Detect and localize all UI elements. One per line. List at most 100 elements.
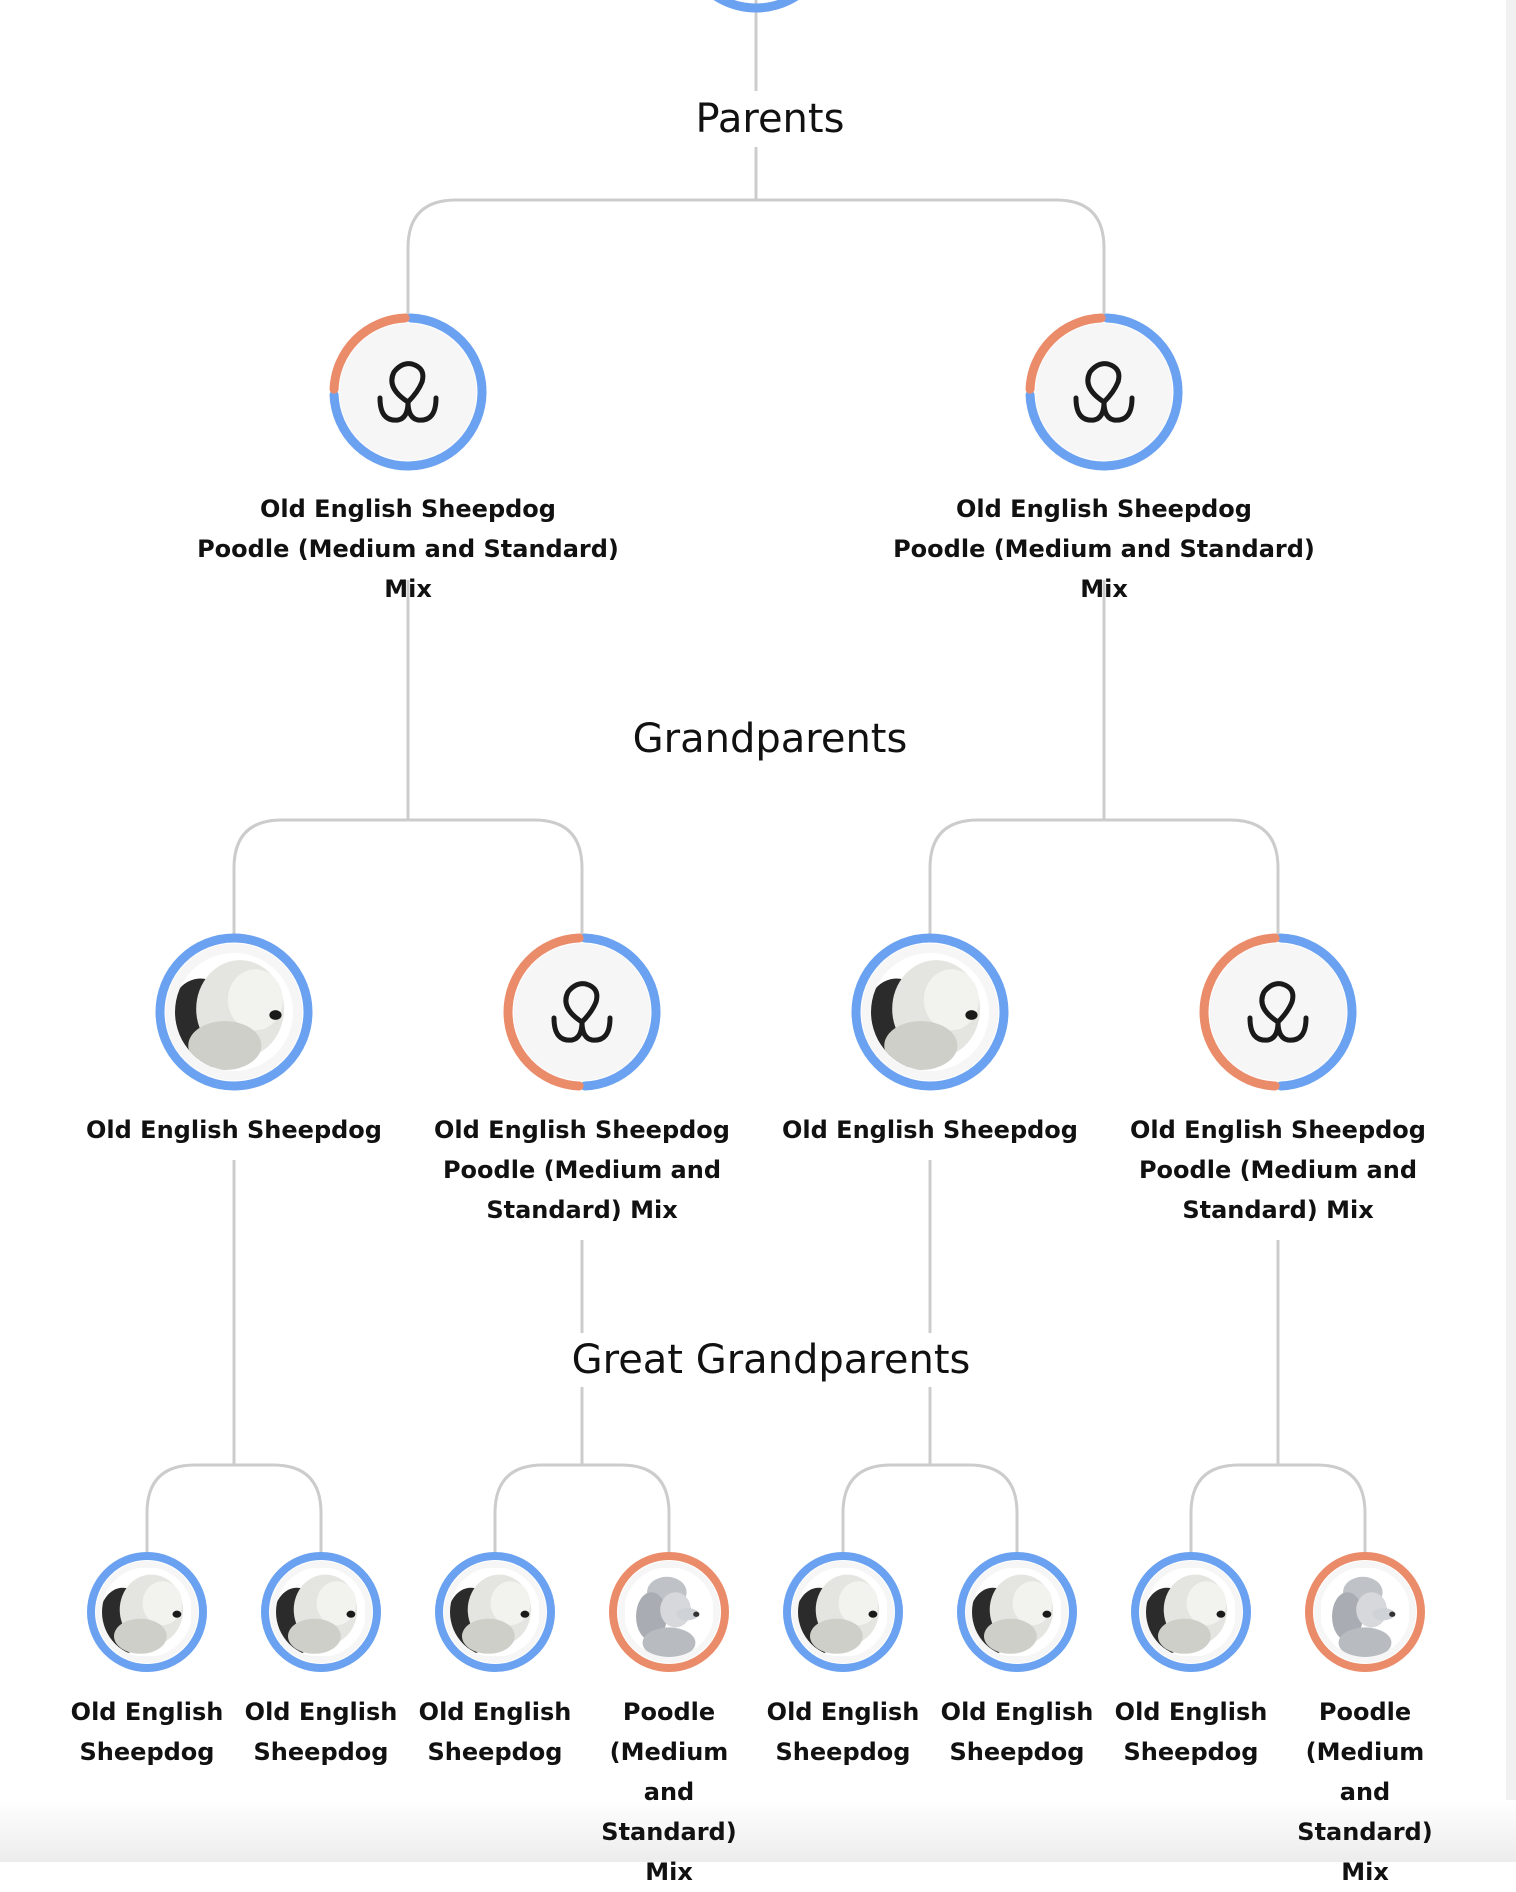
old-english-sheepdog-photo — [1146, 1568, 1235, 1656]
great-grandparents-node-7[interactable] — [1131, 1552, 1251, 1672]
ring-blue — [1025, 313, 1183, 471]
grandparents-node-2[interactable] — [503, 933, 661, 1091]
ring-orange — [503, 933, 584, 1091]
generation-title-parents: Parents — [656, 92, 884, 146]
grandparents-node-4[interactable] — [1199, 933, 1357, 1091]
label-line: Sheepdog — [1123, 1738, 1259, 1766]
poodle-photo — [625, 1568, 713, 1657]
label-line: Old English — [766, 1698, 920, 1726]
great-grandparents-node-6[interactable] — [957, 1552, 1077, 1672]
paw-nose-icon-glyph — [1073, 361, 1135, 423]
label-line: Old English — [70, 1698, 224, 1726]
great-grandparents-node-1[interactable] — [87, 1552, 207, 1672]
connector-great-bracket-2 — [841, 1463, 1019, 1556]
old-english-sheepdog-photo — [102, 1568, 191, 1656]
poodle-photo-shape — [625, 1568, 713, 1657]
great-grandparents-node-3[interactable] — [435, 1552, 555, 1672]
bottom-fade — [0, 1800, 1516, 1862]
label-line: Old English Sheepdog — [956, 495, 1252, 523]
label-line: Old English Sheepdog — [434, 1116, 730, 1144]
label-line: Old English Sheepdog — [86, 1116, 382, 1144]
ring-orange — [329, 313, 410, 394]
node-inner-disc — [513, 943, 651, 1081]
great-grandparents-node-2[interactable] — [261, 1552, 381, 1672]
tree-connectors — [145, 0, 1367, 1556]
label-line: Sheepdog — [949, 1738, 1085, 1766]
label-line: Old English Sheepdog — [782, 1116, 1078, 1144]
great-grandparents-node-4[interactable] — [609, 1552, 729, 1672]
paw-nose-icon-glyph — [551, 981, 613, 1043]
label-line: Standard) Mix — [1297, 1818, 1433, 1886]
paw-nose-icon-glyph — [377, 361, 439, 423]
sheepdog-photo-shape — [276, 1568, 365, 1656]
sheepdog-photo-shape — [972, 1568, 1061, 1656]
label-line: Old English — [940, 1698, 1094, 1726]
label-line: Sheepdog — [775, 1738, 911, 1766]
connector-parents-bracket — [406, 198, 1106, 316]
connector-grandparents-bracket-0 — [232, 818, 584, 936]
page-gutter — [1506, 0, 1516, 1862]
grandparents-node-1[interactable] — [155, 933, 313, 1091]
connector-great-bracket-0 — [145, 1463, 323, 1556]
ring-orange — [1199, 933, 1280, 1091]
generation-title-great-grandparents: Great Grandparents — [542, 1333, 1000, 1387]
parents-node-1[interactable] — [329, 313, 487, 471]
sheepdog-photo-shape — [1146, 1568, 1235, 1656]
label-line: Old English — [244, 1698, 398, 1726]
paw-nose-icon — [551, 981, 613, 1043]
grandparents-label-3: Old English Sheepdog — [780, 1110, 1080, 1150]
connector-great-bracket-3 — [1189, 1463, 1367, 1556]
generation-title-grandparents: Grandparents — [596, 712, 944, 766]
parents-node-2[interactable] — [1025, 313, 1183, 471]
grandparents-label-1: Old English Sheepdog — [84, 1110, 384, 1150]
ring-blue — [851, 933, 1009, 1091]
paw-nose-icon-glyph — [1247, 981, 1309, 1043]
label-line: Poodle (Medium and — [442, 1156, 722, 1184]
label-line: Poodle (Medium and Standard) Mix — [197, 535, 619, 603]
paw-nose-icon — [1073, 361, 1135, 423]
ring-blue — [329, 313, 487, 471]
ring-blue — [580, 933, 661, 1091]
poodle-photo — [1321, 1568, 1409, 1657]
node-inner-disc — [339, 323, 477, 461]
label-line: Old English — [1114, 1698, 1268, 1726]
great-grandparents-node-8[interactable] — [1305, 1552, 1425, 1672]
grandparents-node-3[interactable] — [851, 933, 1009, 1091]
great-grandparents-node-5[interactable] — [783, 1552, 903, 1672]
ring-blue — [957, 1552, 1077, 1672]
paw-nose-icon — [377, 361, 439, 423]
ring-blue — [261, 1552, 381, 1672]
label-line: Standard) Mix — [486, 1196, 678, 1224]
ring-orange — [609, 1552, 729, 1672]
label-line: Old English — [418, 1698, 572, 1726]
sheepdog-photo-shape — [102, 1568, 191, 1656]
ring-blue — [435, 1552, 555, 1672]
ring-blue — [87, 1552, 207, 1672]
label-line: Old English Sheepdog — [1130, 1116, 1426, 1144]
root-node-partial[interactable] — [699, 0, 812, 13]
sheepdog-photo-shape — [798, 1568, 887, 1656]
label-line: (Medium and — [609, 1738, 729, 1806]
paw-nose-icon — [1247, 981, 1309, 1043]
label-line: Sheepdog — [253, 1738, 389, 1766]
node-inner-disc — [1035, 323, 1173, 461]
ring-blue — [1276, 933, 1357, 1091]
ring-blue — [155, 933, 313, 1091]
label-line: (Medium and — [1305, 1738, 1425, 1806]
connector-grandparents-bracket-1 — [928, 818, 1280, 936]
label-line: Poodle — [622, 1698, 716, 1726]
old-english-sheepdog-photo — [450, 1568, 539, 1656]
tree-nodes — [87, 0, 1425, 1672]
sheepdog-photo-shape — [450, 1568, 539, 1656]
